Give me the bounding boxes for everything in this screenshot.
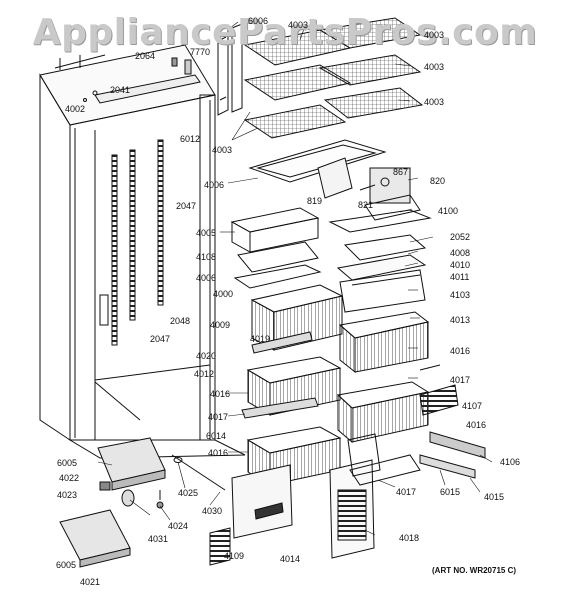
part-label: 4003 [424,30,445,40]
part-label: 4025 [178,488,199,498]
part-label: 6015 [440,487,461,497]
part-label: 867 [393,167,409,177]
part-label: 2047 [176,201,197,211]
part-label: 4009 [210,320,231,330]
part-label: 4016 [208,448,229,458]
part-label: 4022 [59,473,80,483]
part-label: 4016 [210,389,231,399]
part-label: 4008 [450,248,471,258]
part-label: 4006 [204,180,225,190]
part-label: 6012 [180,134,201,144]
part-label: 4020 [196,351,217,361]
part-label: 4018 [399,533,420,543]
part-label: 4017 [450,375,471,385]
part-label: 4106 [500,457,521,467]
wire-shelf [243,17,424,139]
part-label: 4000 [213,289,234,299]
leader-lines [97,21,493,536]
part-label: 4006 [196,273,217,283]
part-label: 4014 [280,554,301,564]
art-number: (ART NO. WR20715 C) [432,566,517,575]
part-label: 4107 [462,401,483,411]
ice-maker [317,157,421,221]
part-label: 4100 [438,206,459,216]
part-label: 4030 [202,506,223,516]
part-label: 4109 [224,551,245,561]
drawer-slide [241,331,486,479]
ladder-rail-left [111,139,164,346]
part-label: 4016 [450,346,471,356]
part-label: 4003 [212,145,233,155]
cabinet-frame [39,44,246,459]
part-label: 4024 [168,521,189,531]
pan-cover [231,433,421,559]
part-label: 821 [358,200,374,210]
part-label: 4031 [148,534,169,544]
part-label: 4013 [450,315,471,325]
part-label: 2052 [450,232,471,242]
part-label: 4103 [450,290,471,300]
part-label: 6005 [56,560,77,570]
part-label: 4003 [288,20,309,30]
part-label: 4017 [208,412,229,422]
part-label: 4023 [57,490,78,500]
watermark-text: AppliancePartsPros.com [32,12,538,53]
part-label: 4012 [194,369,215,379]
part-label: 4005 [196,228,217,238]
glass-shelf [248,139,387,183]
part-label: 4003 [424,62,445,72]
part-label: 2064 [135,51,156,61]
crisper-drawer [230,207,322,289]
part-label: 4010 [450,260,471,270]
part-label: 6014 [206,431,227,441]
part-label: 2047 [150,334,171,344]
part-label: 4003 [424,97,445,107]
part-label: 4108 [196,252,217,262]
part-label: 4011 [450,272,470,282]
part-label: 4019 [250,334,271,344]
wire-basket [246,284,430,486]
part-label: 819 [307,196,323,206]
door-hinge-strip [217,23,243,116]
part-label: 6006 [248,16,269,26]
part-label: 4017 [396,487,417,497]
part-label: 4016 [466,420,487,430]
part-label: 2041 [110,85,131,95]
part-label: 2048 [170,316,191,326]
snack-drawer [328,209,432,313]
hardware-parts [59,437,231,568]
part-label: 820 [430,176,446,186]
part-label: 7770 [190,47,211,57]
part-label: 4002 [65,104,86,114]
part-label: 4015 [484,492,505,502]
part-label: 6005 [57,458,78,468]
part-label: 4021 [80,577,101,587]
